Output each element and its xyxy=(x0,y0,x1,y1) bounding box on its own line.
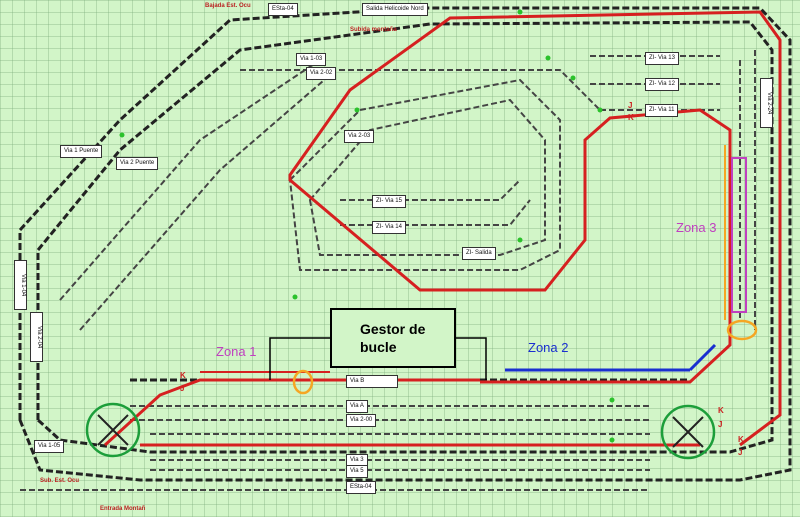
label-via-a[interactable]: Via A xyxy=(346,400,368,413)
j-marker: J xyxy=(628,101,633,110)
signal-dot xyxy=(119,132,125,138)
gap-marker-1 xyxy=(292,369,314,395)
label-via-2-03[interactable]: Via 2-03 xyxy=(344,130,375,143)
signal-dot xyxy=(609,437,615,443)
label-via-1-05[interactable]: Via 1-05 xyxy=(34,440,65,453)
diagonal-track-3 xyxy=(240,69,601,111)
signal-dot xyxy=(545,55,551,61)
label-zi-via13[interactable]: ZI- Via 13 xyxy=(645,52,679,65)
label-salida-helicoide[interactable]: Salida Helicoide Nord xyxy=(362,3,428,16)
zone3-label: Zona 3 xyxy=(676,220,717,235)
gestor-left-connector xyxy=(269,337,330,380)
gestor-right-connector xyxy=(456,337,487,380)
branch-via14 xyxy=(340,199,531,226)
zone2-label: Zona 2 xyxy=(528,340,569,355)
zone2-diagonal xyxy=(688,343,717,372)
subida-text: Subida montaña xyxy=(350,27,397,33)
branch-via15 xyxy=(340,179,521,201)
label-via-2-00[interactable]: Via 2-00 xyxy=(346,414,377,427)
j-marker: J xyxy=(738,448,743,457)
diagonal-track-1 xyxy=(59,59,321,301)
helix-track-2 xyxy=(308,98,546,256)
label-zi-via14[interactable]: ZI- Via 14 xyxy=(372,221,406,234)
signal-dot xyxy=(354,107,360,113)
zone1-label: Zona 1 xyxy=(216,344,257,359)
j-marker: J xyxy=(180,384,185,393)
label-via-1-03[interactable]: Via 1-03 xyxy=(296,53,327,66)
signal-dot xyxy=(609,397,615,403)
signal-dot xyxy=(517,237,523,243)
signal-dot xyxy=(597,107,603,113)
label-via-1-04[interactable]: Via 1-04 xyxy=(14,260,27,310)
label-zi-via11[interactable]: ZI- Via 11 xyxy=(645,104,679,117)
diagonal-track-2 xyxy=(79,74,331,331)
signal-dot xyxy=(292,294,298,300)
label-via-2-24[interactable]: Via 2-24 xyxy=(760,78,773,128)
signal-dot xyxy=(517,9,523,15)
label-zi-salida[interactable]: ZI- Salida xyxy=(462,247,496,260)
outer-track xyxy=(18,6,792,482)
k-marker: K xyxy=(628,113,634,122)
label-via-2-02[interactable]: Via 2-02 xyxy=(306,67,337,80)
label-via-2-04[interactable]: Via 2-04 xyxy=(30,312,43,362)
k-marker: K xyxy=(180,371,186,380)
label-via1-puente[interactable]: Via 1 Puente xyxy=(60,145,103,158)
label-zi-via12[interactable]: ZI- Via 12 xyxy=(645,78,679,91)
k-marker: K xyxy=(738,435,744,444)
crossing-x-left xyxy=(97,414,129,446)
j-marker: J xyxy=(718,420,723,429)
crossing-circle-left xyxy=(85,402,141,458)
entrada-text: Entrada Montañ xyxy=(100,506,146,512)
red-route-left xyxy=(103,378,480,447)
gestor-de-bucle-box: Gestor de bucle xyxy=(330,308,456,368)
signal-dot xyxy=(570,75,576,81)
k-marker: K xyxy=(718,406,724,415)
inner-track xyxy=(36,20,774,454)
red-route-right xyxy=(288,10,782,447)
label-via-b[interactable]: Via B xyxy=(346,375,398,388)
zone3-box xyxy=(731,157,747,313)
label-via2-puente[interactable]: Via 2 Puente xyxy=(116,157,159,170)
crossing-circle-right xyxy=(660,404,716,460)
label-zi-via15[interactable]: ZI- Via 15 xyxy=(372,195,406,208)
sub-est-text: Sub. Est. Ocu xyxy=(40,478,80,484)
label-esta-04[interactable]: ESta-04 xyxy=(268,3,298,16)
helix-track-1 xyxy=(288,78,561,271)
gap-marker-2 xyxy=(726,319,758,341)
crossing-x-right xyxy=(672,416,704,448)
bajada-text: Bajada Est. Ocu xyxy=(205,3,251,9)
label-esta-04b[interactable]: ESta-04 xyxy=(346,481,376,494)
label-via-5[interactable]: Via 5 xyxy=(346,465,368,478)
